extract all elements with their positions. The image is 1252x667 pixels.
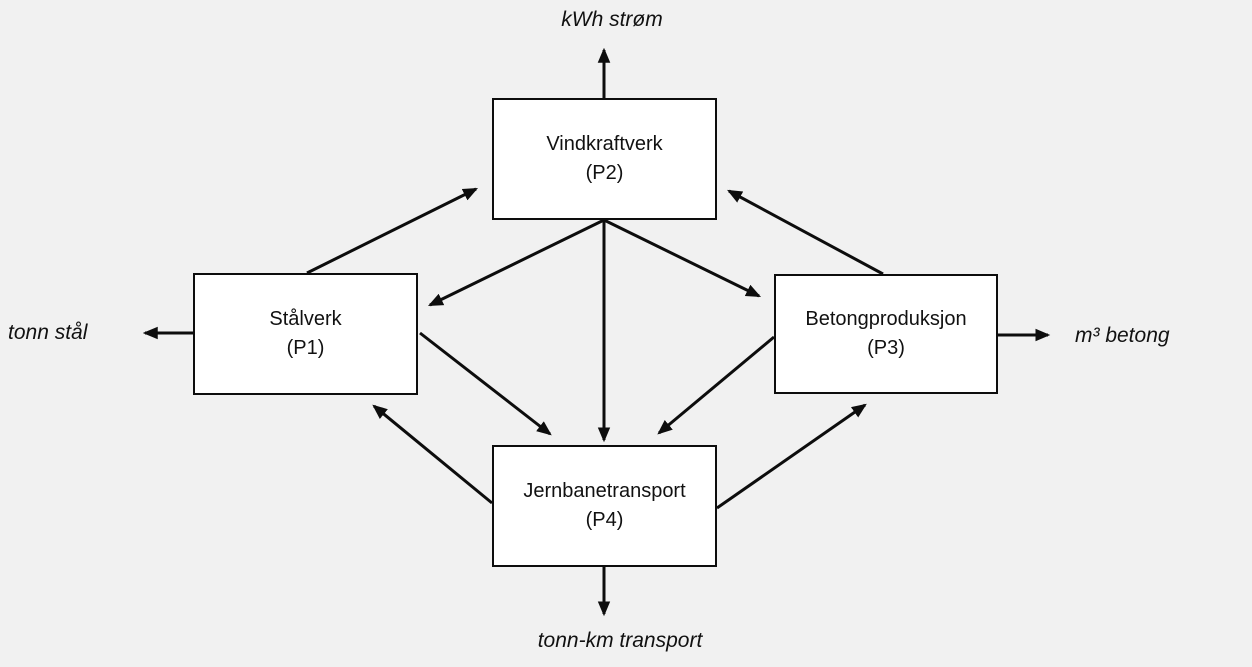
label-electricity-output: kWh strøm [561, 8, 663, 31]
node-code: (P4) [585, 509, 624, 531]
node-title: Jernbanetransport [523, 480, 686, 502]
node-code: (P1) [286, 337, 325, 359]
arrow-p3-to-p4 [657, 335, 775, 435]
node-jernbanetransport-p4: Jernbanetransport (P4) [492, 445, 717, 567]
label-steel-output: tonn stål [8, 321, 88, 344]
node-code: (P2) [585, 162, 624, 184]
node-betongproduksjon-p3: Betongproduksjon (P3) [774, 274, 998, 394]
arrow-p1-to-p2 [306, 187, 479, 275]
arrow-p2-to-p3 [603, 218, 762, 298]
label-concrete-output: m³ betong [1075, 324, 1170, 347]
arrow-p3-to-p2 [727, 189, 884, 276]
node-stalverk-p1: Stålverk (P1) [193, 273, 418, 395]
label-transport-output: tonn-km transport [537, 629, 703, 652]
node-title: Stålverk [269, 308, 342, 330]
arrow-p4-to-p1 [372, 404, 493, 505]
node-title: Vindkraftverk [546, 133, 663, 155]
arrow-p4-to-p3 [716, 403, 867, 510]
node-vindkraftverk-p2: Vindkraftverk (P2) [492, 98, 717, 220]
node-title: Betongproduksjon [805, 308, 967, 330]
arrow-p2-to-p1 [427, 218, 605, 307]
node-code: (P3) [867, 337, 905, 359]
arrow-p1-to-p4 [419, 331, 552, 436]
